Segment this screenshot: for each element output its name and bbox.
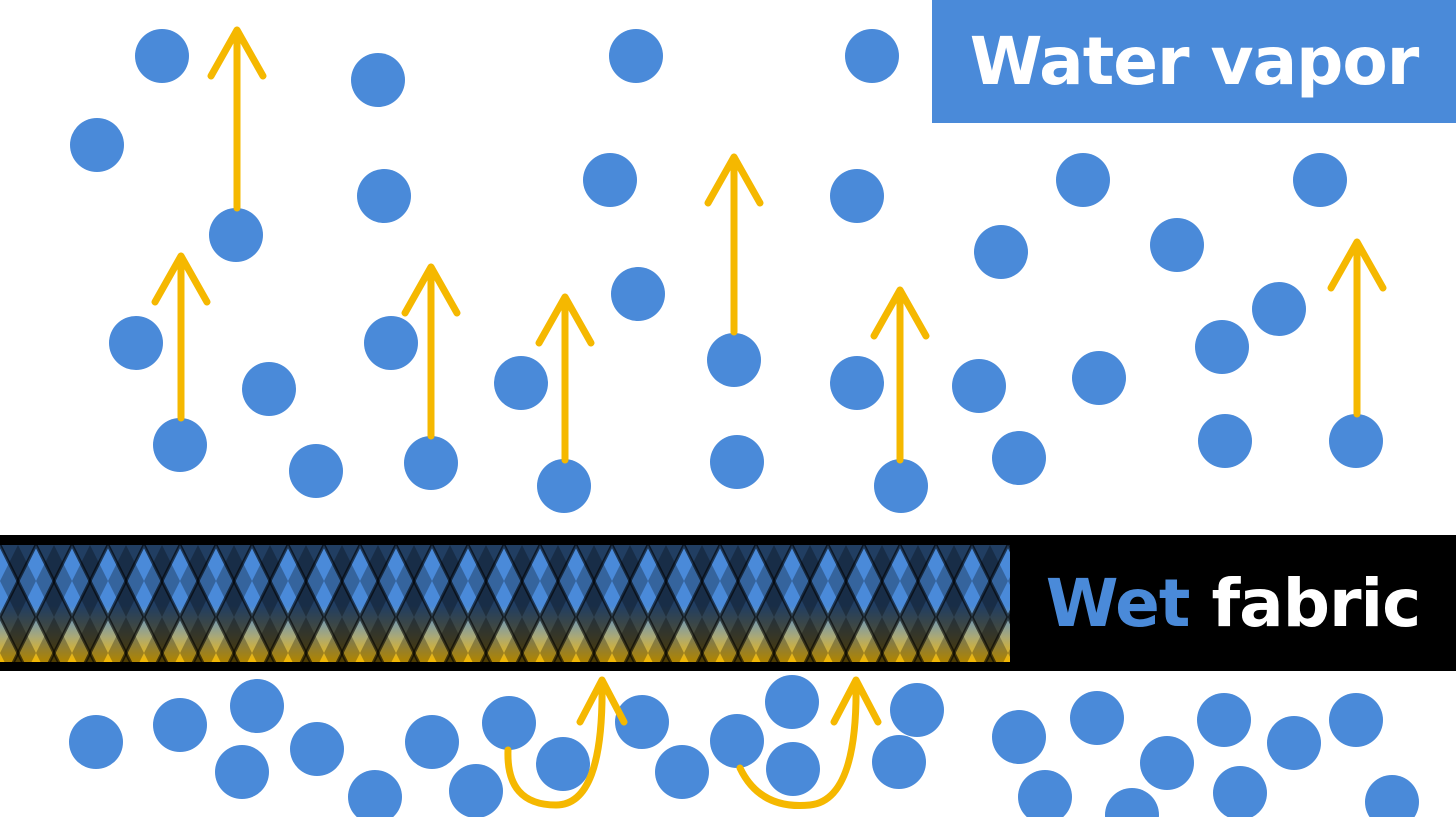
water-molecule-icon bbox=[357, 169, 411, 223]
arrows bbox=[151, 26, 1387, 810]
water-molecule-icon bbox=[1198, 414, 1252, 468]
water-molecule-icon bbox=[449, 764, 503, 817]
water-molecule-icon bbox=[992, 431, 1046, 485]
water-molecule-icon bbox=[1252, 282, 1306, 336]
water-molecule-icon bbox=[1365, 775, 1419, 817]
water-molecule-icon bbox=[1018, 770, 1072, 817]
water-molecule-icon bbox=[766, 742, 820, 796]
water-molecule-icon bbox=[482, 696, 536, 750]
water-molecule-icon bbox=[1195, 320, 1249, 374]
water-vapor-label: Water vapor bbox=[932, 0, 1456, 123]
arrow-up-icon bbox=[151, 252, 211, 422]
water-molecule-icon bbox=[351, 53, 405, 107]
water-molecule-icon bbox=[69, 715, 123, 769]
water-molecule-icon bbox=[537, 459, 591, 513]
water-molecule-icon bbox=[209, 208, 263, 262]
water-molecule-icon bbox=[290, 722, 344, 776]
water-molecule-icon bbox=[845, 29, 899, 83]
water-vapor-text: Water vapor bbox=[969, 23, 1420, 100]
water-molecule-icon bbox=[536, 737, 590, 791]
water-molecule-icon bbox=[874, 459, 928, 513]
wet-word: Wet bbox=[1045, 564, 1191, 642]
water-molecule-icon bbox=[974, 225, 1028, 279]
water-molecule-icon bbox=[611, 267, 665, 321]
water-molecule-icon bbox=[872, 735, 926, 789]
water-molecule-icon bbox=[1267, 716, 1321, 770]
fabric-word: fabric bbox=[1211, 564, 1421, 642]
water-molecule-icon bbox=[348, 770, 402, 817]
water-molecule-icon bbox=[765, 675, 819, 729]
water-molecule-icon bbox=[242, 362, 296, 416]
water-molecule-icon bbox=[1213, 766, 1267, 817]
arrow-up-icon bbox=[704, 153, 764, 336]
arrow-up-icon bbox=[870, 286, 930, 464]
water-molecule-icon bbox=[404, 436, 458, 490]
water-molecule-icon bbox=[494, 356, 548, 410]
water-molecule-icon bbox=[830, 356, 884, 410]
water-molecule-icon bbox=[830, 169, 884, 223]
water-molecule-icon bbox=[1329, 693, 1383, 747]
water-molecule-icon bbox=[1072, 351, 1126, 405]
arrow-up-icon bbox=[207, 26, 267, 212]
water-molecule-icon bbox=[609, 29, 663, 83]
water-molecule-icon bbox=[153, 698, 207, 752]
water-molecule-icon bbox=[1140, 736, 1194, 790]
arrow-up-icon bbox=[1327, 238, 1387, 418]
fabric-weave-pattern bbox=[0, 545, 1010, 662]
water-molecule-icon bbox=[992, 710, 1046, 764]
water-molecule-icon bbox=[1056, 153, 1110, 207]
water-molecule-icon bbox=[364, 316, 418, 370]
water-molecule-icon bbox=[952, 359, 1006, 413]
water-molecule-icon bbox=[1150, 218, 1204, 272]
water-molecule-icon bbox=[1070, 691, 1124, 745]
water-molecule-icon bbox=[1197, 693, 1251, 747]
water-molecule-icon bbox=[135, 29, 189, 83]
water-molecule-icon bbox=[655, 745, 709, 799]
water-molecule-icon bbox=[109, 316, 163, 370]
wet-fabric-label: Wet fabric bbox=[1010, 535, 1456, 671]
arrow-up-icon bbox=[535, 293, 595, 464]
water-molecule-icon bbox=[710, 714, 764, 768]
water-molecule-icon bbox=[230, 679, 284, 733]
water-molecule-icon bbox=[289, 444, 343, 498]
water-molecule-icon bbox=[70, 118, 124, 172]
water-molecule-icon bbox=[710, 435, 764, 489]
curved-arrow-icon bbox=[736, 676, 882, 810]
water-molecules bbox=[69, 29, 1419, 817]
water-molecule-icon bbox=[1329, 414, 1383, 468]
water-molecule-icon bbox=[583, 153, 637, 207]
water-molecule-icon bbox=[890, 683, 944, 737]
arrow-up-icon bbox=[401, 263, 461, 440]
water-molecule-icon bbox=[1293, 153, 1347, 207]
water-molecule-icon bbox=[1105, 788, 1159, 817]
curved-arrow-icon bbox=[504, 676, 628, 809]
water-molecule-icon bbox=[153, 418, 207, 472]
water-molecule-icon bbox=[405, 715, 459, 769]
water-molecule-icon bbox=[707, 333, 761, 387]
wet-fabric-text: Wet fabric bbox=[1045, 564, 1422, 642]
water-molecule-icon bbox=[215, 745, 269, 799]
water-molecule-icon bbox=[615, 695, 669, 749]
